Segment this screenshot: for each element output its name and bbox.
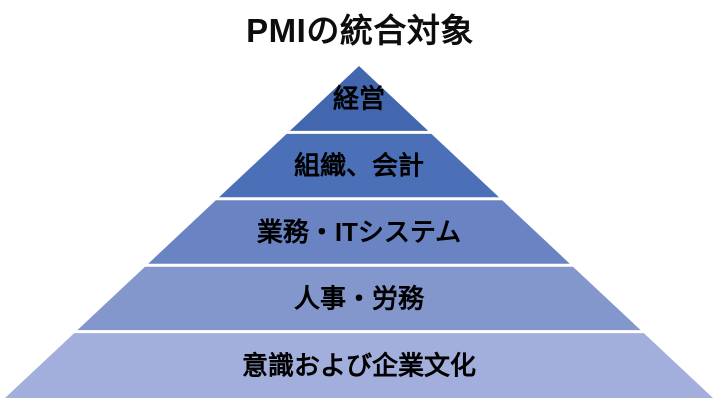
pyramid-level-3 bbox=[148, 200, 570, 264]
pyramid-level-label-5: 意識および企業文化 bbox=[242, 351, 476, 381]
pyramid-level-1 bbox=[289, 66, 429, 131]
pyramid-level-2 bbox=[218, 133, 500, 198]
pyramid-level-label-1: 経営 bbox=[333, 83, 385, 113]
pyramid-level-label-4: 人事・労務 bbox=[294, 283, 425, 313]
pyramid-level-label-3: 業務・ITシステム bbox=[257, 217, 461, 247]
page-title: PMIの統合対象 bbox=[246, 12, 474, 49]
pyramid-level-label-2: 組織、会計 bbox=[294, 151, 424, 181]
pyramid-level-5 bbox=[5, 333, 713, 398]
pyramid-level-4 bbox=[77, 266, 641, 331]
